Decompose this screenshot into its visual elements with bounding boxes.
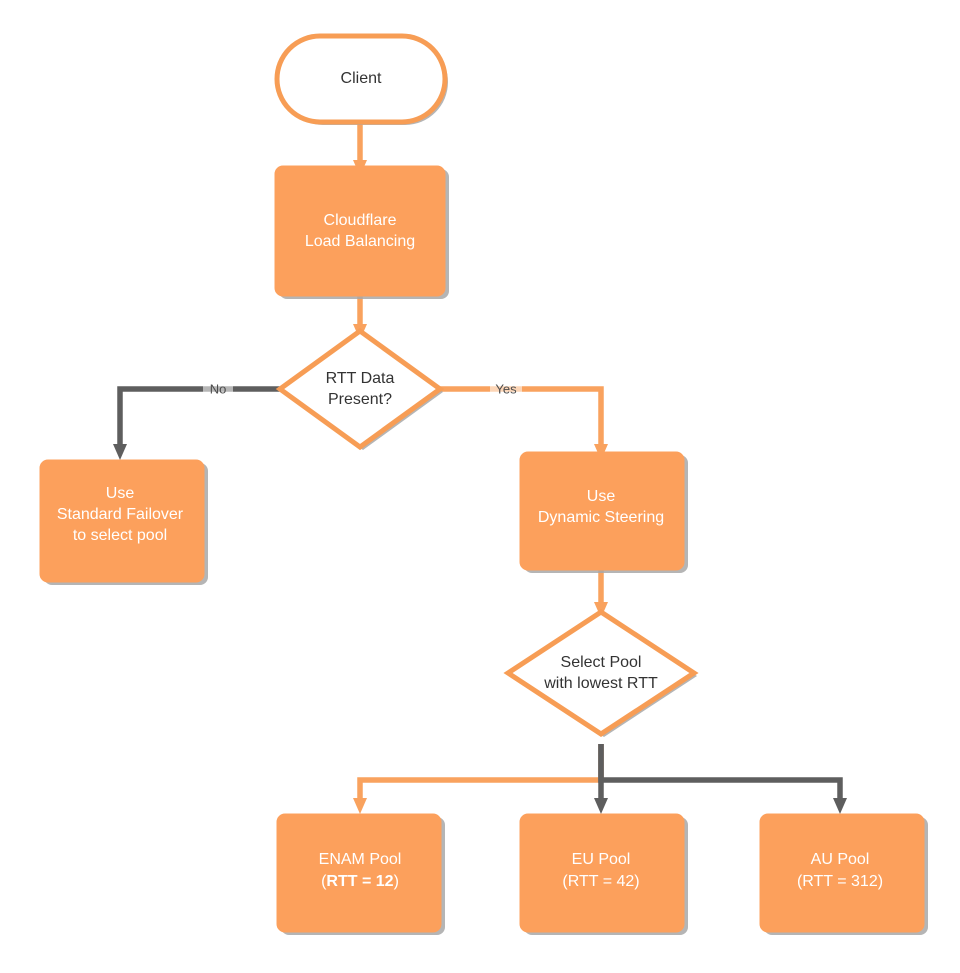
- node-eu-pool[interactable]: EU Pool (RTT = 42): [519, 813, 688, 935]
- node-select-pool[interactable]: Select Pool with lowest RTT: [503, 609, 699, 737]
- edge-path: [598, 744, 843, 802]
- edge-label-no-text: No: [210, 381, 227, 396]
- node-shape: [275, 327, 445, 451]
- edge-label-no: No: [203, 378, 233, 400]
- node-shape: [519, 451, 685, 571]
- arrowhead: [113, 444, 127, 460]
- edge-path: [357, 744, 604, 802]
- node-dynamic-steering[interactable]: Use Dynamic Steering: [519, 451, 688, 573]
- node-shape: [39, 459, 205, 583]
- node-shape: [274, 165, 446, 297]
- arrowhead: [833, 798, 847, 814]
- edge-path: [117, 386, 283, 448]
- edge-rtt-present-to-dynamic-steering: Yes: [437, 378, 608, 460]
- node-shape: [759, 813, 925, 933]
- node-shape: [274, 33, 448, 125]
- node-client[interactable]: Client: [274, 33, 448, 125]
- node-rtt-data-present[interactable]: RTT Data Present?: [275, 327, 445, 451]
- node-enam-pool[interactable]: ENAM Pool (RTT = 12): [276, 813, 445, 935]
- edge-rtt-present-to-standard-failover: No: [113, 378, 283, 460]
- node-shape: [519, 813, 685, 933]
- node-shape: [276, 813, 442, 933]
- arrowhead: [353, 798, 367, 814]
- node-au-pool[interactable]: AU Pool (RTT = 312): [759, 813, 928, 935]
- edge-label-yes-text: Yes: [495, 381, 517, 396]
- arrowhead: [594, 798, 608, 814]
- edge-label-bg: [203, 378, 233, 400]
- edge-select-pool-to-au-pool: [598, 744, 847, 814]
- edge-label-yes: Yes: [490, 378, 522, 400]
- node-standard-failover[interactable]: Use Standard Failover to select pool: [39, 459, 208, 585]
- node-shape: [503, 609, 699, 737]
- edge-select-pool-to-enam-pool: [353, 744, 604, 814]
- edge-layer: No Yes: [113, 122, 847, 814]
- node-cloudflare-load-balancing[interactable]: Cloudflare Load Balancing: [274, 165, 449, 299]
- edge-label-bg: [490, 378, 522, 400]
- node-layer: Client Cloudflare Load Balancing RTT Dat…: [39, 33, 928, 935]
